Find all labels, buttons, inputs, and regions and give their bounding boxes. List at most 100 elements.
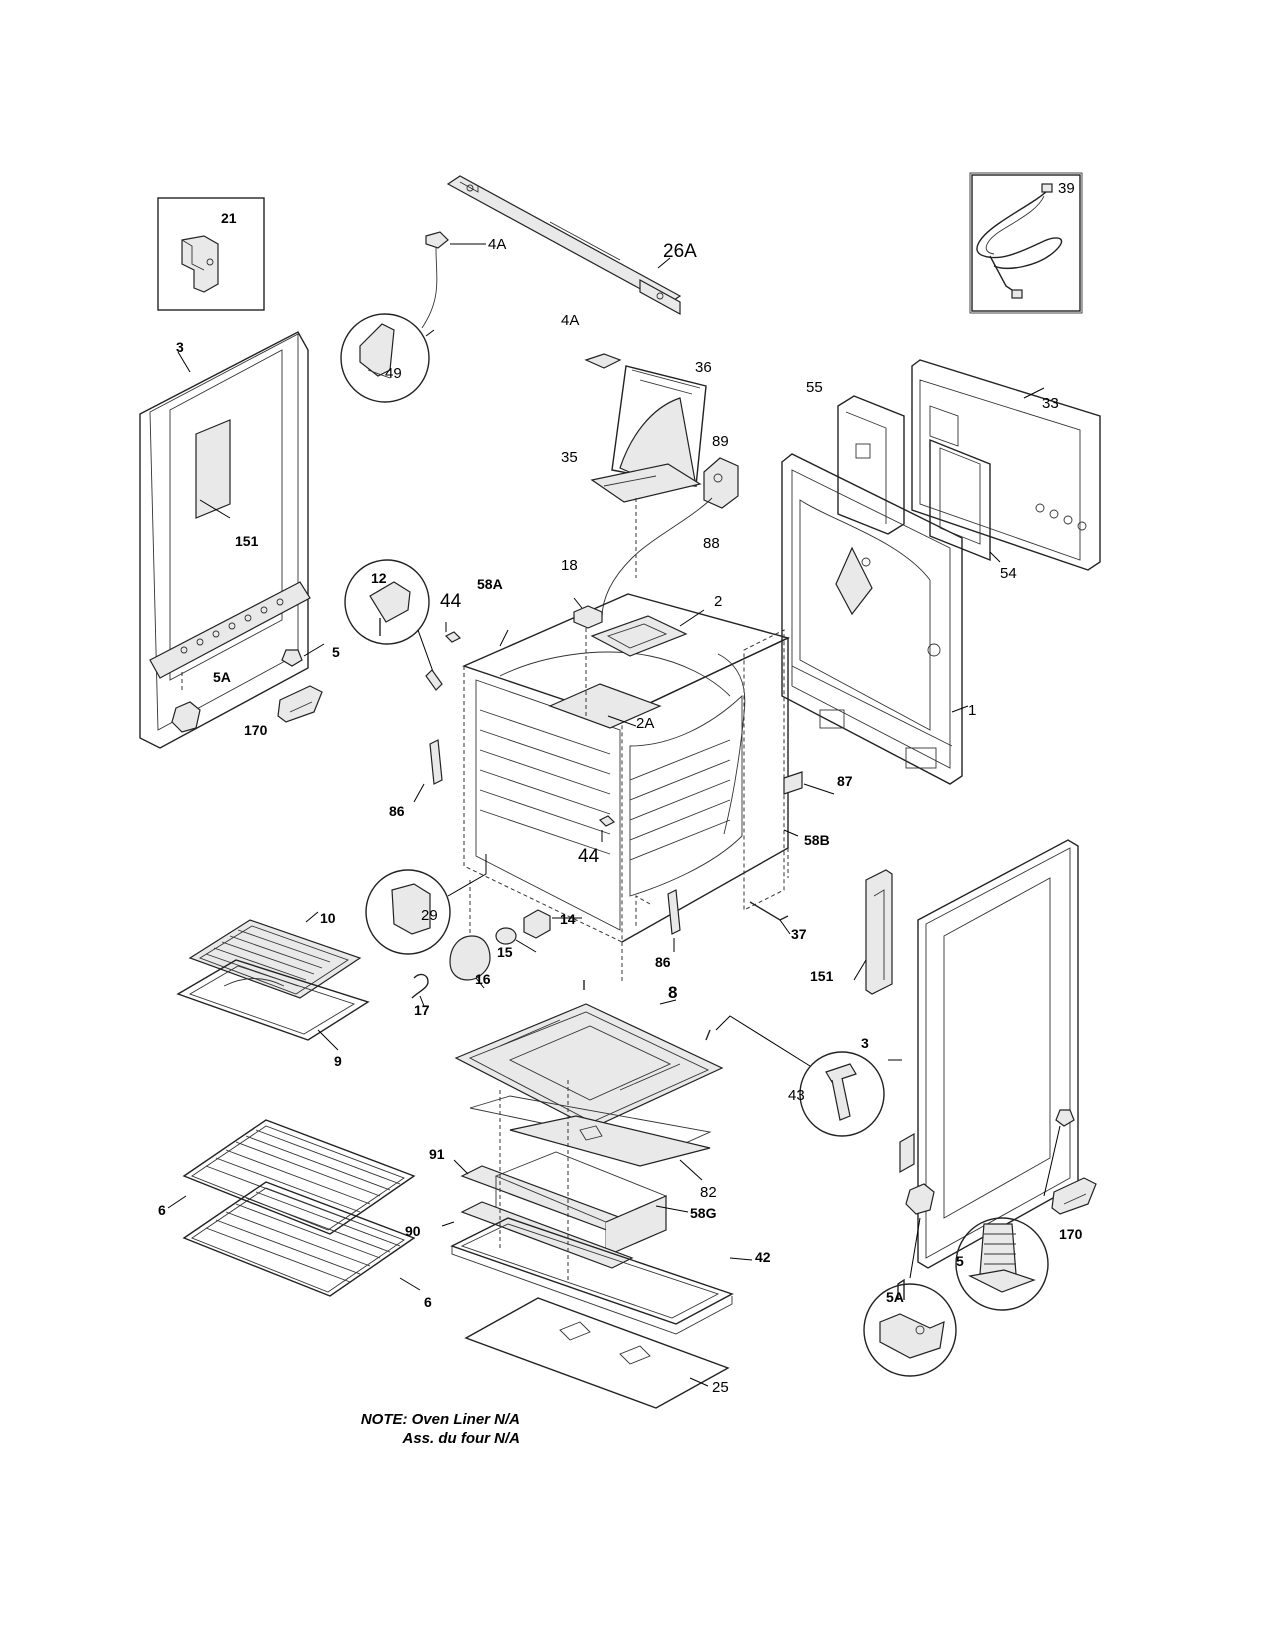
detail-circle-43: [705, 1015, 885, 1137]
part-37-wire-clip: [749, 901, 791, 935]
detail-circle-12: [344, 559, 443, 691]
part-5A-right-hinge-small: [905, 1183, 935, 1279]
part-86-right-rack-support: [635, 889, 681, 952]
label-43: 43: [788, 1087, 805, 1104]
part-26A-bracket: [446, 175, 682, 316]
part-15-bulb: [495, 927, 537, 953]
note-oven-liner: NOTE: Oven Liner N/A Ass. du four N/A: [320, 1410, 520, 1448]
note-line-2: Ass. du four N/A: [402, 1430, 520, 1447]
label-4A-top: 4A: [488, 236, 506, 253]
label-16: 16: [475, 971, 491, 987]
label-15: 15: [497, 944, 513, 960]
label-37: 37: [791, 926, 807, 942]
detail-circle-5: [955, 1217, 1049, 1311]
inset-part-21: [157, 197, 265, 311]
part-2-vent-frame: [590, 609, 705, 657]
part-87-bracket: [783, 771, 835, 795]
part-151-right-hinge-bracket: [853, 869, 893, 995]
part-16-lens: [449, 935, 491, 989]
label-5A-left: 5A: [213, 669, 231, 685]
detail-circle-5A: [863, 1278, 957, 1377]
part-5-right-leveler-small: [1043, 1109, 1075, 1197]
note-line-1: NOTE: Oven Liner N/A: [360, 1411, 520, 1428]
label-91: 91: [429, 1146, 445, 1162]
label-44-mid: 44: [578, 846, 600, 867]
part-170-right-clip: [1051, 1177, 1097, 1215]
part-25-bottom-cover: [464, 1297, 730, 1409]
part-5-left-leveler: [281, 643, 325, 667]
label-6-top: 6: [158, 1202, 166, 1218]
part-35-vent-plate: [590, 463, 702, 503]
label-10: 10: [320, 910, 336, 926]
part-17-clip: [411, 973, 429, 1007]
inset-part-39: [969, 172, 1083, 314]
part-58A-oven-cavity: [462, 593, 791, 982]
label-5-right: 5: [956, 1253, 964, 1269]
part-8-oven-bottom: [454, 980, 724, 1132]
label-90: 90: [405, 1223, 421, 1239]
label-88: 88: [703, 535, 720, 552]
label-33: 33: [1042, 395, 1059, 412]
part-89-thermostat: [703, 457, 739, 509]
label-170-left: 170: [244, 722, 268, 738]
part-2A-plate: [548, 683, 662, 729]
part-86-left-rack-support: [413, 739, 443, 803]
label-89: 89: [712, 433, 729, 450]
label-21: 21: [221, 210, 237, 226]
label-17: 17: [414, 1002, 430, 1018]
part-44-top-light-socket: [444, 622, 462, 643]
part-6-rack-top: [167, 1119, 416, 1235]
part-labels: 21 39 26A 4A 4A 49 3 151 36 35 89 88 55 …: [158, 180, 1083, 1396]
part-6-rack-bottom: [182, 1181, 421, 1297]
label-18: 18: [561, 557, 578, 574]
label-151-right: 151: [810, 968, 834, 984]
part-4A-sensor-mid: [584, 353, 622, 369]
part-3-right-door: [888, 839, 1079, 1269]
label-6-bottom: 6: [424, 1294, 432, 1310]
label-12: 12: [371, 570, 387, 586]
label-9: 9: [334, 1053, 342, 1069]
label-42: 42: [755, 1249, 771, 1265]
label-5-left: 5: [332, 644, 340, 660]
part-1-rear-panel: [781, 453, 969, 785]
label-58A: 58A: [477, 576, 503, 592]
label-55: 55: [806, 379, 823, 396]
part-5A-left-hinge: [171, 670, 201, 733]
label-86-right: 86: [655, 954, 671, 970]
label-26A: 26A: [663, 241, 697, 262]
part-3-left-door: [139, 331, 311, 749]
label-3-right: 3: [861, 1035, 869, 1051]
part-33-panel: [911, 359, 1101, 571]
label-4A-mid: 4A: [561, 312, 579, 329]
label-151-left: 151: [235, 533, 259, 549]
part-42-frame: [450, 1217, 753, 1335]
label-36: 36: [695, 359, 712, 376]
part-88-wire: [601, 497, 713, 619]
label-54: 54: [1000, 565, 1017, 582]
detail-circle-29: [365, 854, 487, 955]
label-49: 49: [385, 365, 402, 382]
label-5A-right: 5A: [886, 1289, 904, 1305]
part-82-panel: [469, 1095, 712, 1181]
part-58B-insulation: [717, 629, 799, 911]
label-58B: 58B: [804, 832, 830, 848]
label-39: 39: [1058, 180, 1075, 197]
label-1: 1: [968, 702, 976, 719]
part-10-broiler-grid: [188, 911, 362, 999]
label-35: 35: [561, 449, 578, 466]
part-9-broiler-pan: [176, 959, 370, 1051]
label-2A: 2A: [636, 715, 654, 732]
label-87: 87: [837, 773, 853, 789]
label-82: 82: [700, 1184, 717, 1201]
label-2: 2: [714, 593, 722, 610]
part-18-switch: [573, 597, 603, 718]
detail-circle-49: [340, 313, 435, 403]
part-54-bracket: [929, 438, 1001, 563]
part-4A-sensor-top: [421, 231, 486, 329]
label-44-top: 44: [440, 591, 462, 612]
label-86-left: 86: [389, 803, 405, 819]
label-29: 29: [421, 907, 438, 924]
part-14-socket: [523, 909, 582, 939]
part-58G-insulation-block: [494, 1151, 689, 1257]
